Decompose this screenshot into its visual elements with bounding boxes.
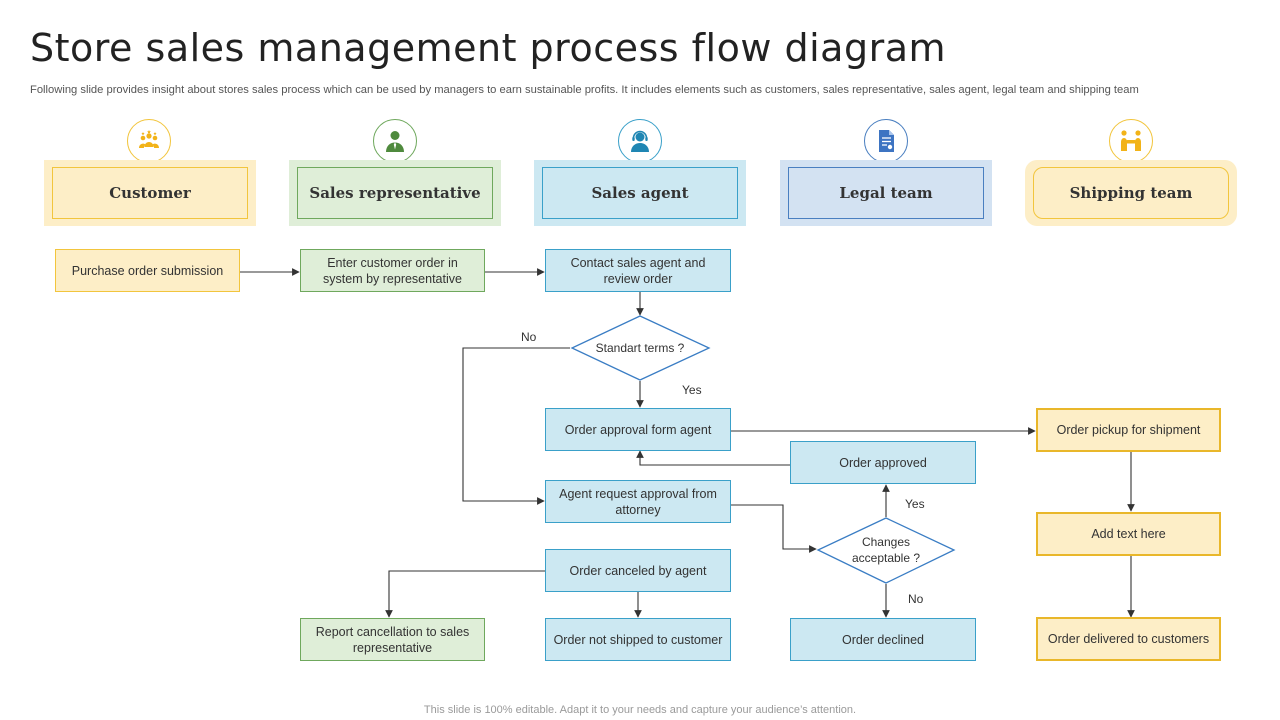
node-order-not-shipped: Order not shipped to customer bbox=[545, 618, 731, 661]
decision-changes-acceptable-shape bbox=[816, 517, 956, 584]
page-footer: This slide is 100% editable. Adapt it to… bbox=[423, 704, 857, 716]
lane-header-sales-agent: Sales agent bbox=[534, 160, 746, 226]
arrow-approved-to-approval-form bbox=[636, 450, 790, 466]
handshake-icon bbox=[1109, 119, 1153, 163]
lane-label: Sales agent bbox=[542, 167, 738, 219]
node-order-declined: Order declined bbox=[790, 618, 976, 661]
edge-label-no-changes: No bbox=[908, 592, 924, 606]
node-purchase-order-submission: Purchase order submission bbox=[55, 249, 240, 292]
lane-header-legal-team: Legal team bbox=[780, 160, 992, 226]
node-enter-customer-order: Enter customer order in system by repres… bbox=[300, 249, 485, 292]
lane-label: Sales representative bbox=[297, 167, 493, 219]
page-title: Store sales management process flow diag… bbox=[30, 26, 947, 70]
group-of-people-icon bbox=[127, 119, 171, 163]
decision-standard-terms-shape bbox=[570, 315, 711, 381]
legal-document-icon bbox=[864, 119, 908, 163]
arrow-canceled-to-report bbox=[385, 570, 545, 618]
node-report-cancellation: Report cancellation to sales representat… bbox=[300, 618, 485, 661]
lane-label: Shipping team bbox=[1033, 167, 1229, 219]
node-agent-request-approval: Agent request approval from attorney bbox=[545, 480, 731, 523]
decision-changes-acceptable: Changes acceptable ? bbox=[851, 535, 921, 565]
node-order-canceled: Order canceled by agent bbox=[545, 549, 731, 592]
arrow-request-to-changes bbox=[730, 504, 817, 553]
node-order-pickup: Order pickup for shipment bbox=[1036, 408, 1221, 452]
node-order-approved: Order approved bbox=[790, 441, 976, 484]
headset-agent-icon bbox=[618, 119, 662, 163]
lane-label: Legal team bbox=[788, 167, 984, 219]
page-subtitle: Following slide provides insight about s… bbox=[30, 84, 1139, 96]
edge-label-no-terms: No bbox=[521, 330, 537, 344]
arrow-terms-no bbox=[462, 347, 570, 505]
lane-label: Customer bbox=[52, 167, 248, 219]
lane-header-customer: Customer bbox=[44, 160, 256, 226]
edge-label-yes-terms: Yes bbox=[682, 383, 702, 397]
node-contact-sales-agent: Contact sales agent and review order bbox=[545, 249, 731, 292]
node-add-text: Add text here bbox=[1036, 512, 1221, 556]
person-icon bbox=[373, 119, 417, 163]
node-order-approval-form: Order approval form agent bbox=[545, 408, 731, 451]
lane-header-shipping-team: Shipping team bbox=[1025, 160, 1237, 226]
decision-standard-terms: Standart terms ? bbox=[595, 341, 685, 355]
lane-header-sales-representative: Sales representative bbox=[289, 160, 501, 226]
edge-label-yes-changes: Yes bbox=[905, 497, 925, 511]
node-order-delivered: Order delivered to customers bbox=[1036, 617, 1221, 661]
